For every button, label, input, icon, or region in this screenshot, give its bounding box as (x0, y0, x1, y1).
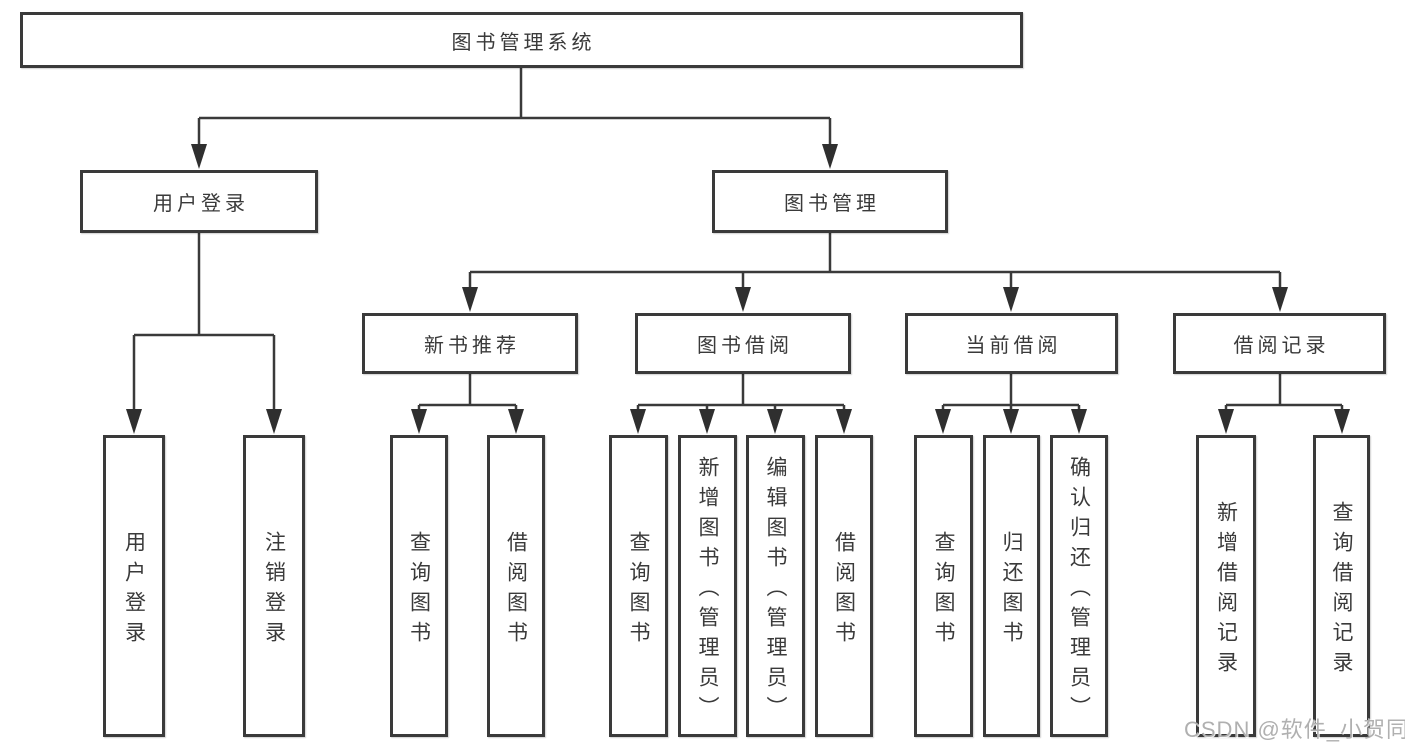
node-label: 确认归还（管理员） (1067, 455, 1091, 726)
node-label: 用户登录 (122, 530, 146, 651)
node-label: 用户登录 (153, 193, 249, 215)
node-label: 图书管理系统 (451, 31, 596, 54)
leaf-add-books-admin: 新增图书（管理员） (678, 435, 737, 737)
leaf-borrow-books-2: 借阅图书 (815, 435, 873, 737)
node-label: 编辑图书（管理员） (764, 455, 787, 726)
node-label: 查询借阅记录 (1330, 500, 1353, 681)
connector-arrowheads (126, 144, 1350, 434)
node-label: 图书借阅 (697, 335, 793, 357)
leaf-query-books-3: 查询图书 (914, 435, 973, 737)
leaf-logout: 注销登录 (243, 435, 305, 737)
node-label: 新书推荐 (424, 335, 520, 357)
node-label: 借阅图书 (832, 530, 856, 651)
node-library-management-system: 图书管理系统 (20, 12, 1023, 68)
node-label: 查询图书 (627, 530, 650, 651)
leaf-query-borrow-record: 查询借阅记录 (1313, 435, 1370, 737)
leaf-query-books-2: 查询图书 (609, 435, 668, 737)
leaf-user-login: 用户登录 (103, 435, 165, 737)
leaf-edit-books-admin: 编辑图书（管理员） (746, 435, 805, 737)
node-label: 查询图书 (407, 530, 431, 651)
connector-trunks (132, 67, 1344, 413)
node-borrowing-records: 借阅记录 (1173, 313, 1386, 374)
node-label: 归还图书 (1000, 530, 1023, 651)
leaf-query-books-1: 查询图书 (390, 435, 448, 737)
leaf-confirm-return-admin: 确认归还（管理员） (1050, 435, 1108, 737)
node-current-borrowing: 当前借阅 (905, 313, 1118, 374)
node-label: 图书管理 (784, 193, 880, 215)
node-label: 借阅图书 (504, 530, 528, 651)
node-label: 借阅记录 (1233, 335, 1330, 357)
node-label: 当前借阅 (965, 335, 1062, 357)
leaf-borrow-books-1: 借阅图书 (487, 435, 545, 737)
node-label: 新增借阅记录 (1214, 500, 1238, 681)
node-label: 新增图书（管理员） (696, 455, 719, 726)
node-book-management: 图书管理 (712, 170, 948, 233)
node-new-book-recommendation: 新书推荐 (362, 313, 578, 374)
node-user-login: 用户登录 (80, 170, 318, 233)
node-label: 注销登录 (262, 530, 286, 651)
leaf-add-borrow-record: 新增借阅记录 (1196, 435, 1256, 737)
node-label: 查询图书 (932, 530, 955, 651)
csdn-watermark: CSDN @软件_小贺同学 (1184, 717, 1405, 742)
node-book-borrowing: 图书借阅 (635, 313, 851, 374)
leaf-return-books: 归还图书 (983, 435, 1040, 737)
